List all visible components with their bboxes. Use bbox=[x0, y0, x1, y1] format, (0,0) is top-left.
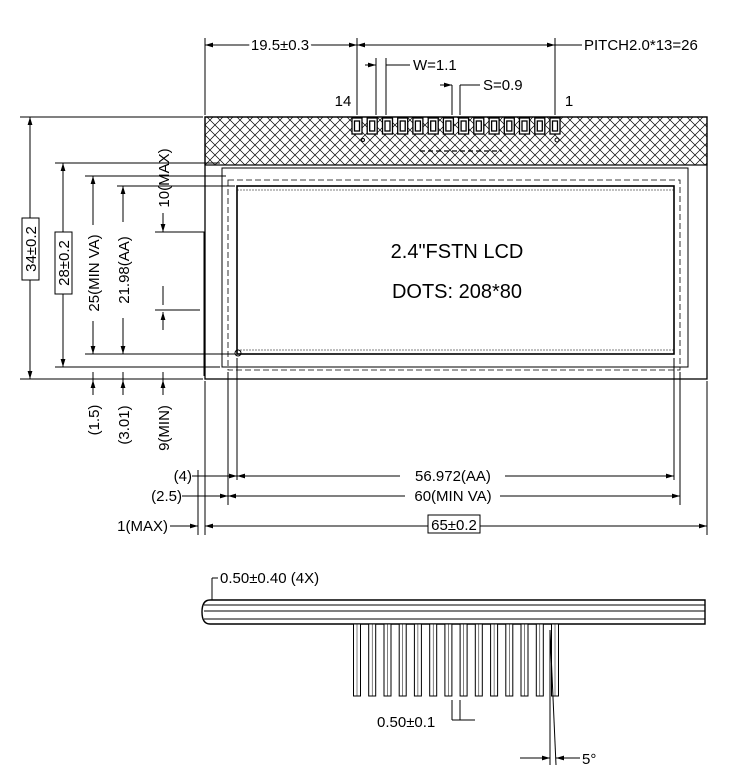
pin-pad-inner bbox=[369, 120, 376, 132]
pin-pad bbox=[503, 117, 515, 135]
pin-pad-inner bbox=[445, 120, 452, 132]
pin-pad-inner bbox=[551, 120, 559, 132]
hatched-top-area bbox=[204, 116, 708, 166]
pin-pad bbox=[518, 117, 531, 135]
dim-va-width: 60(MIN VA) bbox=[414, 488, 491, 505]
top-dimensions bbox=[204, 38, 582, 115]
pin-pad-inner bbox=[353, 120, 361, 132]
viewing-frame bbox=[221, 167, 689, 368]
pin-pad-inner bbox=[521, 120, 528, 132]
bottom-dimensions bbox=[170, 358, 708, 535]
dim-offset-4: (4) bbox=[174, 468, 192, 485]
pin-pad bbox=[427, 117, 439, 135]
dim-va-height: 25(MIN VA) bbox=[86, 234, 103, 311]
pin-pad bbox=[351, 117, 363, 135]
dim-aa-width: 56.972(AA) bbox=[415, 468, 491, 485]
pin-pad-inner bbox=[475, 120, 482, 132]
dim-pin-angle: 5° bbox=[582, 751, 596, 768]
pin-pad bbox=[473, 117, 485, 135]
pin-pad-inner bbox=[490, 120, 498, 132]
dim-offset-2-5: (2.5) bbox=[151, 488, 182, 505]
pin-pad-inner bbox=[536, 120, 543, 132]
dim-9-min: 9(MIN) bbox=[156, 405, 173, 451]
pin-label-1: 1 bbox=[565, 93, 573, 110]
panel-dots: DOTS: 208*80 bbox=[392, 281, 522, 303]
side-pins bbox=[353, 623, 559, 697]
panel-title: 2.4"FSTN LCD bbox=[391, 241, 524, 263]
pin-pad bbox=[412, 117, 424, 135]
dim-1-5: (1.5) bbox=[86, 405, 103, 436]
side-view bbox=[201, 577, 706, 766]
front-view bbox=[200, 116, 708, 380]
dim-pin-width: W=1.1 bbox=[413, 57, 457, 74]
pin-pad bbox=[381, 117, 394, 135]
pin-pad-inner bbox=[506, 120, 513, 132]
dim-1-max: 1(MAX) bbox=[117, 518, 168, 535]
pin-pads bbox=[351, 117, 561, 135]
pin-pad bbox=[488, 117, 500, 135]
dim-offset-19-5: 19.5±0.3 bbox=[251, 37, 309, 54]
pin-pad bbox=[366, 117, 378, 135]
dim-outline-height: 34±0.2 bbox=[23, 226, 40, 272]
dim-aa-height: 21.98(AA) bbox=[116, 236, 133, 304]
first-dot-marker bbox=[234, 349, 242, 357]
pin-pad-inner bbox=[460, 120, 467, 132]
pin-pad bbox=[549, 117, 561, 135]
pin-label-14: 14 bbox=[335, 93, 352, 110]
pin-pad-inner bbox=[384, 120, 391, 132]
dim-pitch: PITCH2.0*13=26 bbox=[584, 37, 698, 54]
pin-pad-inner bbox=[399, 120, 406, 132]
active-area bbox=[236, 185, 675, 355]
dim-outline-width: 65±0.2 bbox=[431, 517, 477, 534]
pin-pad bbox=[457, 117, 470, 135]
dim-pin-space: S=0.9 bbox=[483, 77, 523, 94]
module-outline bbox=[204, 116, 708, 380]
dim-3-01: (3.01) bbox=[116, 405, 133, 444]
pin-pad bbox=[397, 117, 409, 135]
va-dashed bbox=[227, 179, 681, 371]
pin-pad bbox=[442, 117, 455, 135]
dim-pin-thickness: 0.50±0.1 bbox=[377, 714, 435, 731]
dim-glass-thickness: 0.50±0.40 (4X) bbox=[220, 570, 319, 587]
dim-view-height: 28±0.2 bbox=[56, 240, 73, 286]
pin-pad bbox=[534, 117, 546, 135]
dim-10-max: 10(MAX) bbox=[156, 148, 173, 207]
pin-pad-inner bbox=[430, 120, 437, 132]
pin-pad-inner bbox=[414, 120, 422, 132]
